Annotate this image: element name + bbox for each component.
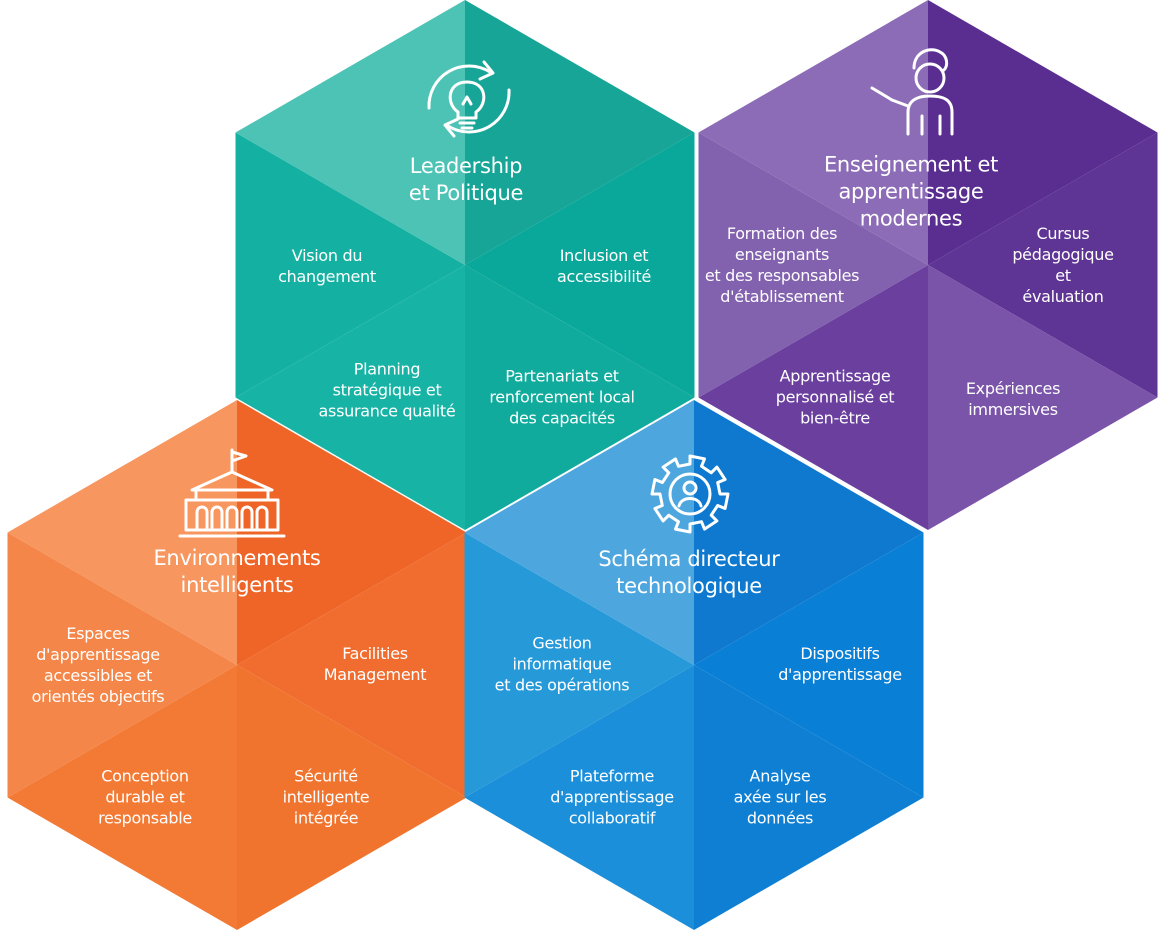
segment-inclusion-accessibilite: Inclusion et accessibilité [556,246,652,286]
hex-segment-technology-top [694,400,924,665]
hex-segment-environments-lower_right [237,665,467,930]
hex-segment-teaching-top [928,0,1158,265]
gear-user-icon [650,454,730,534]
hex-segment-environments-upper_left [7,400,237,665]
segment-planning-strategique: Planning stratégique et assurance qualit… [318,359,456,421]
hex-title-technology: Schéma directeur technologique [598,547,780,598]
hex-segment-teaching-lower_left [698,132,928,398]
hex-title-teaching: Enseignement et apprentissage modernes [823,152,999,231]
segment-formation-enseignants: Formation des enseignants et des respons… [704,224,860,306]
hex-title-environments: Environnements intelligents [153,546,321,597]
hex-segment-technology-upper_right [694,532,924,798]
hex-title-leadership: Leadership et Politique [408,154,524,205]
hexagon-environments [7,400,467,930]
hex-segment-technology-lower_right [694,665,924,930]
segment-securite-intelligente: Sécurité intelligente intégrée [282,766,370,828]
teacher-icon [870,48,954,136]
hex-segment-teaching-upper_right [928,132,1158,398]
lightbulb-cycle-icon [427,60,511,138]
hexagon-technology [464,400,924,930]
segment-experiences-immersives: Expériences immersives [965,379,1061,419]
segment-vision-changement: Vision du changement [278,246,376,286]
hex-segment-leadership-upper_left [235,0,465,265]
segment-facilities-management: Facilities Management [323,644,427,684]
hex-segment-environments-bottom [7,665,237,930]
hex-segment-technology-lower_left [464,532,694,798]
hex-segment-leadership-bottom [235,265,465,530]
segment-conception-durable: Conception durable et responsable [98,766,192,828]
segment-cursus-pedagogique: Cursus pédagogique et évaluation [1012,224,1114,306]
segment-dispositifs-apprentissage: Dispositifs d'apprentissage [778,644,902,684]
hex-segment-environments-top [237,400,467,665]
hex-segment-environments-lower_left [7,532,237,798]
hex-segment-teaching-lower_right [928,265,1158,530]
segment-apprentissage-personnalise: Apprentissage personnalisé et bien-être [775,366,895,428]
segment-espaces-apprentissage: Espaces d'apprentissage accessibles et o… [31,624,165,706]
segment-partenariats: Partenariats et renforcement local des c… [489,366,635,428]
hex-segment-technology-upper_left [464,400,694,665]
hex-segment-technology-bottom [464,665,694,930]
segment-gestion-informatique: Gestion informatique et des opérations [494,633,630,695]
hexagon-teaching [698,0,1158,530]
hex-segment-leadership-lower_left [235,132,465,398]
school-building-icon [178,448,286,538]
segment-analyse-donnees: Analyse axée sur les données [733,766,827,828]
hex-segment-teaching-upper_left [698,0,928,265]
hex-segment-environments-upper_right [237,532,467,798]
hexagon-leadership [235,0,695,530]
hex-segment-leadership-top [465,0,695,265]
hex-segment-teaching-bottom [698,265,928,530]
segment-plateforme-collaborative: Plateforme d'apprentissage collaboratif [550,766,674,828]
hex-segment-leadership-lower_right [465,265,695,530]
hex-segment-leadership-upper_right [465,132,695,398]
